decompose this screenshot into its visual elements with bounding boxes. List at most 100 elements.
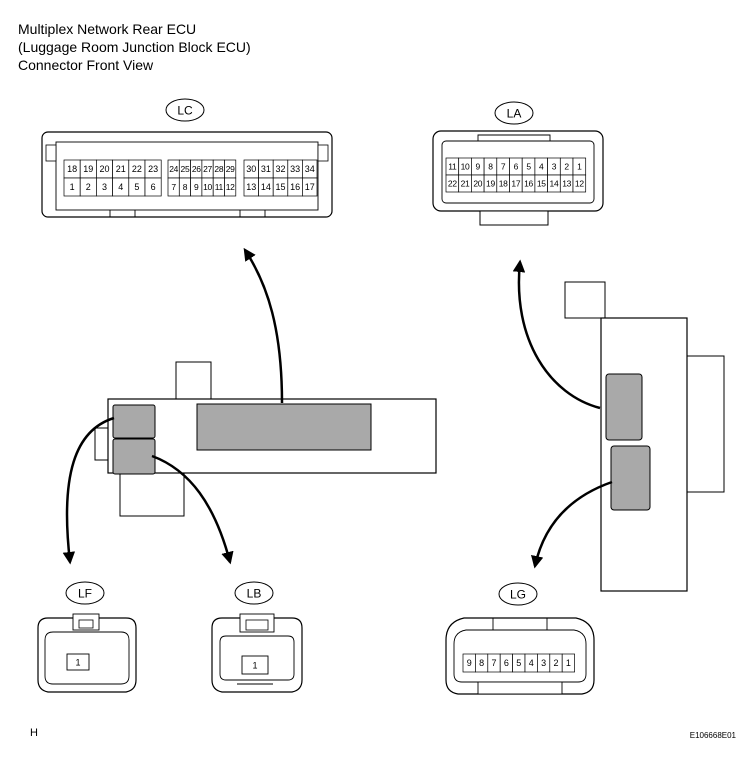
connector-lg-lock: [492, 617, 548, 630]
la-pin-15: 15: [537, 179, 546, 189]
lc-pin-7: 7: [171, 182, 176, 192]
lg-pin-5: 5: [516, 658, 521, 668]
lc-pin-30: 30: [246, 164, 256, 174]
ecu-port-lc: [196, 403, 372, 451]
lg-pin-8: 8: [479, 658, 484, 668]
arrows: [62, 247, 613, 569]
lc-pin-2: 2: [86, 182, 91, 192]
lc-pin-31: 31: [261, 164, 271, 174]
connector-lb-pin-cell: [241, 655, 269, 675]
lc-pin-20: 20: [99, 164, 109, 174]
lc-pin-23: 23: [148, 164, 158, 174]
title-line-2: (Luggage Room Junction Block ECU): [18, 39, 251, 55]
la-pin-20: 20: [473, 179, 482, 189]
lc-pin-22: 22: [132, 164, 142, 174]
lc-pin-32: 32: [275, 164, 285, 174]
connector-lg-tag: [498, 582, 538, 606]
connector-lb-pin: 1: [252, 661, 257, 671]
connector-lc-tag: [165, 98, 205, 122]
la-pin-7: 7: [501, 162, 506, 172]
lc-pin-16: 16: [290, 182, 300, 192]
lc-pin-10: 10: [203, 182, 212, 192]
diagram-title: Multiplex Network Rear ECU (Luggage Room…: [18, 20, 251, 74]
la-pin-5: 5: [526, 162, 531, 172]
lg-pin-7: 7: [491, 658, 496, 668]
lc-pin-28: 28: [214, 164, 223, 174]
lc-pin-12: 12: [226, 182, 235, 192]
connector-lc: LC 1811922032142252362472582692710281129…: [41, 98, 333, 218]
connector-la-tag: [494, 101, 534, 125]
la-pin-13: 13: [562, 179, 571, 189]
ecu-body-right: [564, 281, 725, 592]
lg-pin-1-cell: [561, 653, 575, 673]
title-line-3: Connector Front View: [18, 57, 154, 73]
lc-pin-3: 3: [102, 182, 107, 192]
la-pin-8: 8: [488, 162, 493, 172]
lc-pin-34: 34: [305, 164, 315, 174]
la-pin-6: 6: [514, 162, 519, 172]
la-pin-11: 11: [448, 162, 457, 172]
lc-pin-13: 13: [246, 182, 256, 192]
la-pin-2: 2: [564, 162, 569, 172]
connector-lg-label: LG: [510, 588, 526, 602]
lg-pin-3: 3: [541, 658, 546, 668]
ecu-body-left: [94, 361, 437, 517]
connector-lb-lock-inner: [245, 619, 269, 631]
arrow-to-lf: [62, 416, 115, 565]
ecu-right-upper-tab: [564, 281, 606, 319]
lc-pin-15: 15: [275, 182, 285, 192]
connector-lc-pin-grid: 1811922032142252362472582692710281129123…: [63, 159, 318, 197]
lc-pin-17: 17: [305, 182, 315, 192]
lc-pin-11: 11: [215, 182, 224, 192]
lg-pin-9: 9: [467, 658, 472, 668]
connector-lf-pin-cell: [66, 653, 90, 671]
lc-pin-4: 4: [118, 182, 123, 192]
connector-lf-tag: [65, 581, 105, 605]
ecu-port-lb: [112, 438, 156, 475]
title-line-1: Multiplex Network Rear ECU: [18, 21, 197, 37]
lc-pin-21: 21: [116, 164, 126, 174]
lc-pin-17-cell: [302, 177, 318, 197]
connector-lf-lock-inner: [78, 619, 94, 629]
lc-pin-26: 26: [192, 164, 201, 174]
connector-lg-bottom-tab: [477, 681, 563, 695]
lc-pin-14: 14: [261, 182, 271, 192]
connector-la-lock: [477, 134, 551, 141]
ecu-port-la: [605, 373, 643, 441]
lg-pin-6: 6: [504, 658, 509, 668]
la-pin-1: 1: [577, 162, 582, 172]
la-pin-19: 19: [486, 179, 495, 189]
lc-pin-5: 5: [134, 182, 139, 192]
arrow-to-lc: [243, 247, 284, 404]
connector-lc-label: LC: [177, 104, 193, 118]
la-pin-22: 22: [448, 179, 457, 189]
lg-pin-1: 1: [566, 658, 571, 668]
figure-id: E106668E01: [689, 731, 736, 740]
la-pin-4: 4: [539, 162, 544, 172]
ecu-upper-tab: [175, 361, 212, 401]
arrow-to-lb: [151, 454, 234, 565]
lc-pin-12-cell: [224, 177, 237, 197]
la-pin-12-cell: [572, 174, 587, 193]
lc-pin-19: 19: [83, 164, 93, 174]
connector-lb-tag: [234, 581, 274, 605]
connector-la-label: LA: [507, 107, 522, 121]
lg-pin-4: 4: [529, 658, 534, 668]
lc-pin-8: 8: [183, 182, 188, 192]
la-pin-9: 9: [476, 162, 481, 172]
connector-lb: LB 1: [211, 581, 303, 693]
lc-pin-9: 9: [194, 182, 199, 192]
lc-pin-33: 33: [290, 164, 300, 174]
connector-lf-label: LF: [78, 587, 92, 601]
lc-pin-27: 27: [203, 164, 212, 174]
connector-lf-pin: 1: [75, 658, 80, 668]
ecu-port-lg: [610, 445, 651, 511]
la-pin-3: 3: [552, 162, 557, 172]
connector-lc-latch-left: [45, 144, 57, 162]
ecu-port-lf: [112, 404, 156, 439]
footer-code-left: H: [30, 727, 38, 739]
